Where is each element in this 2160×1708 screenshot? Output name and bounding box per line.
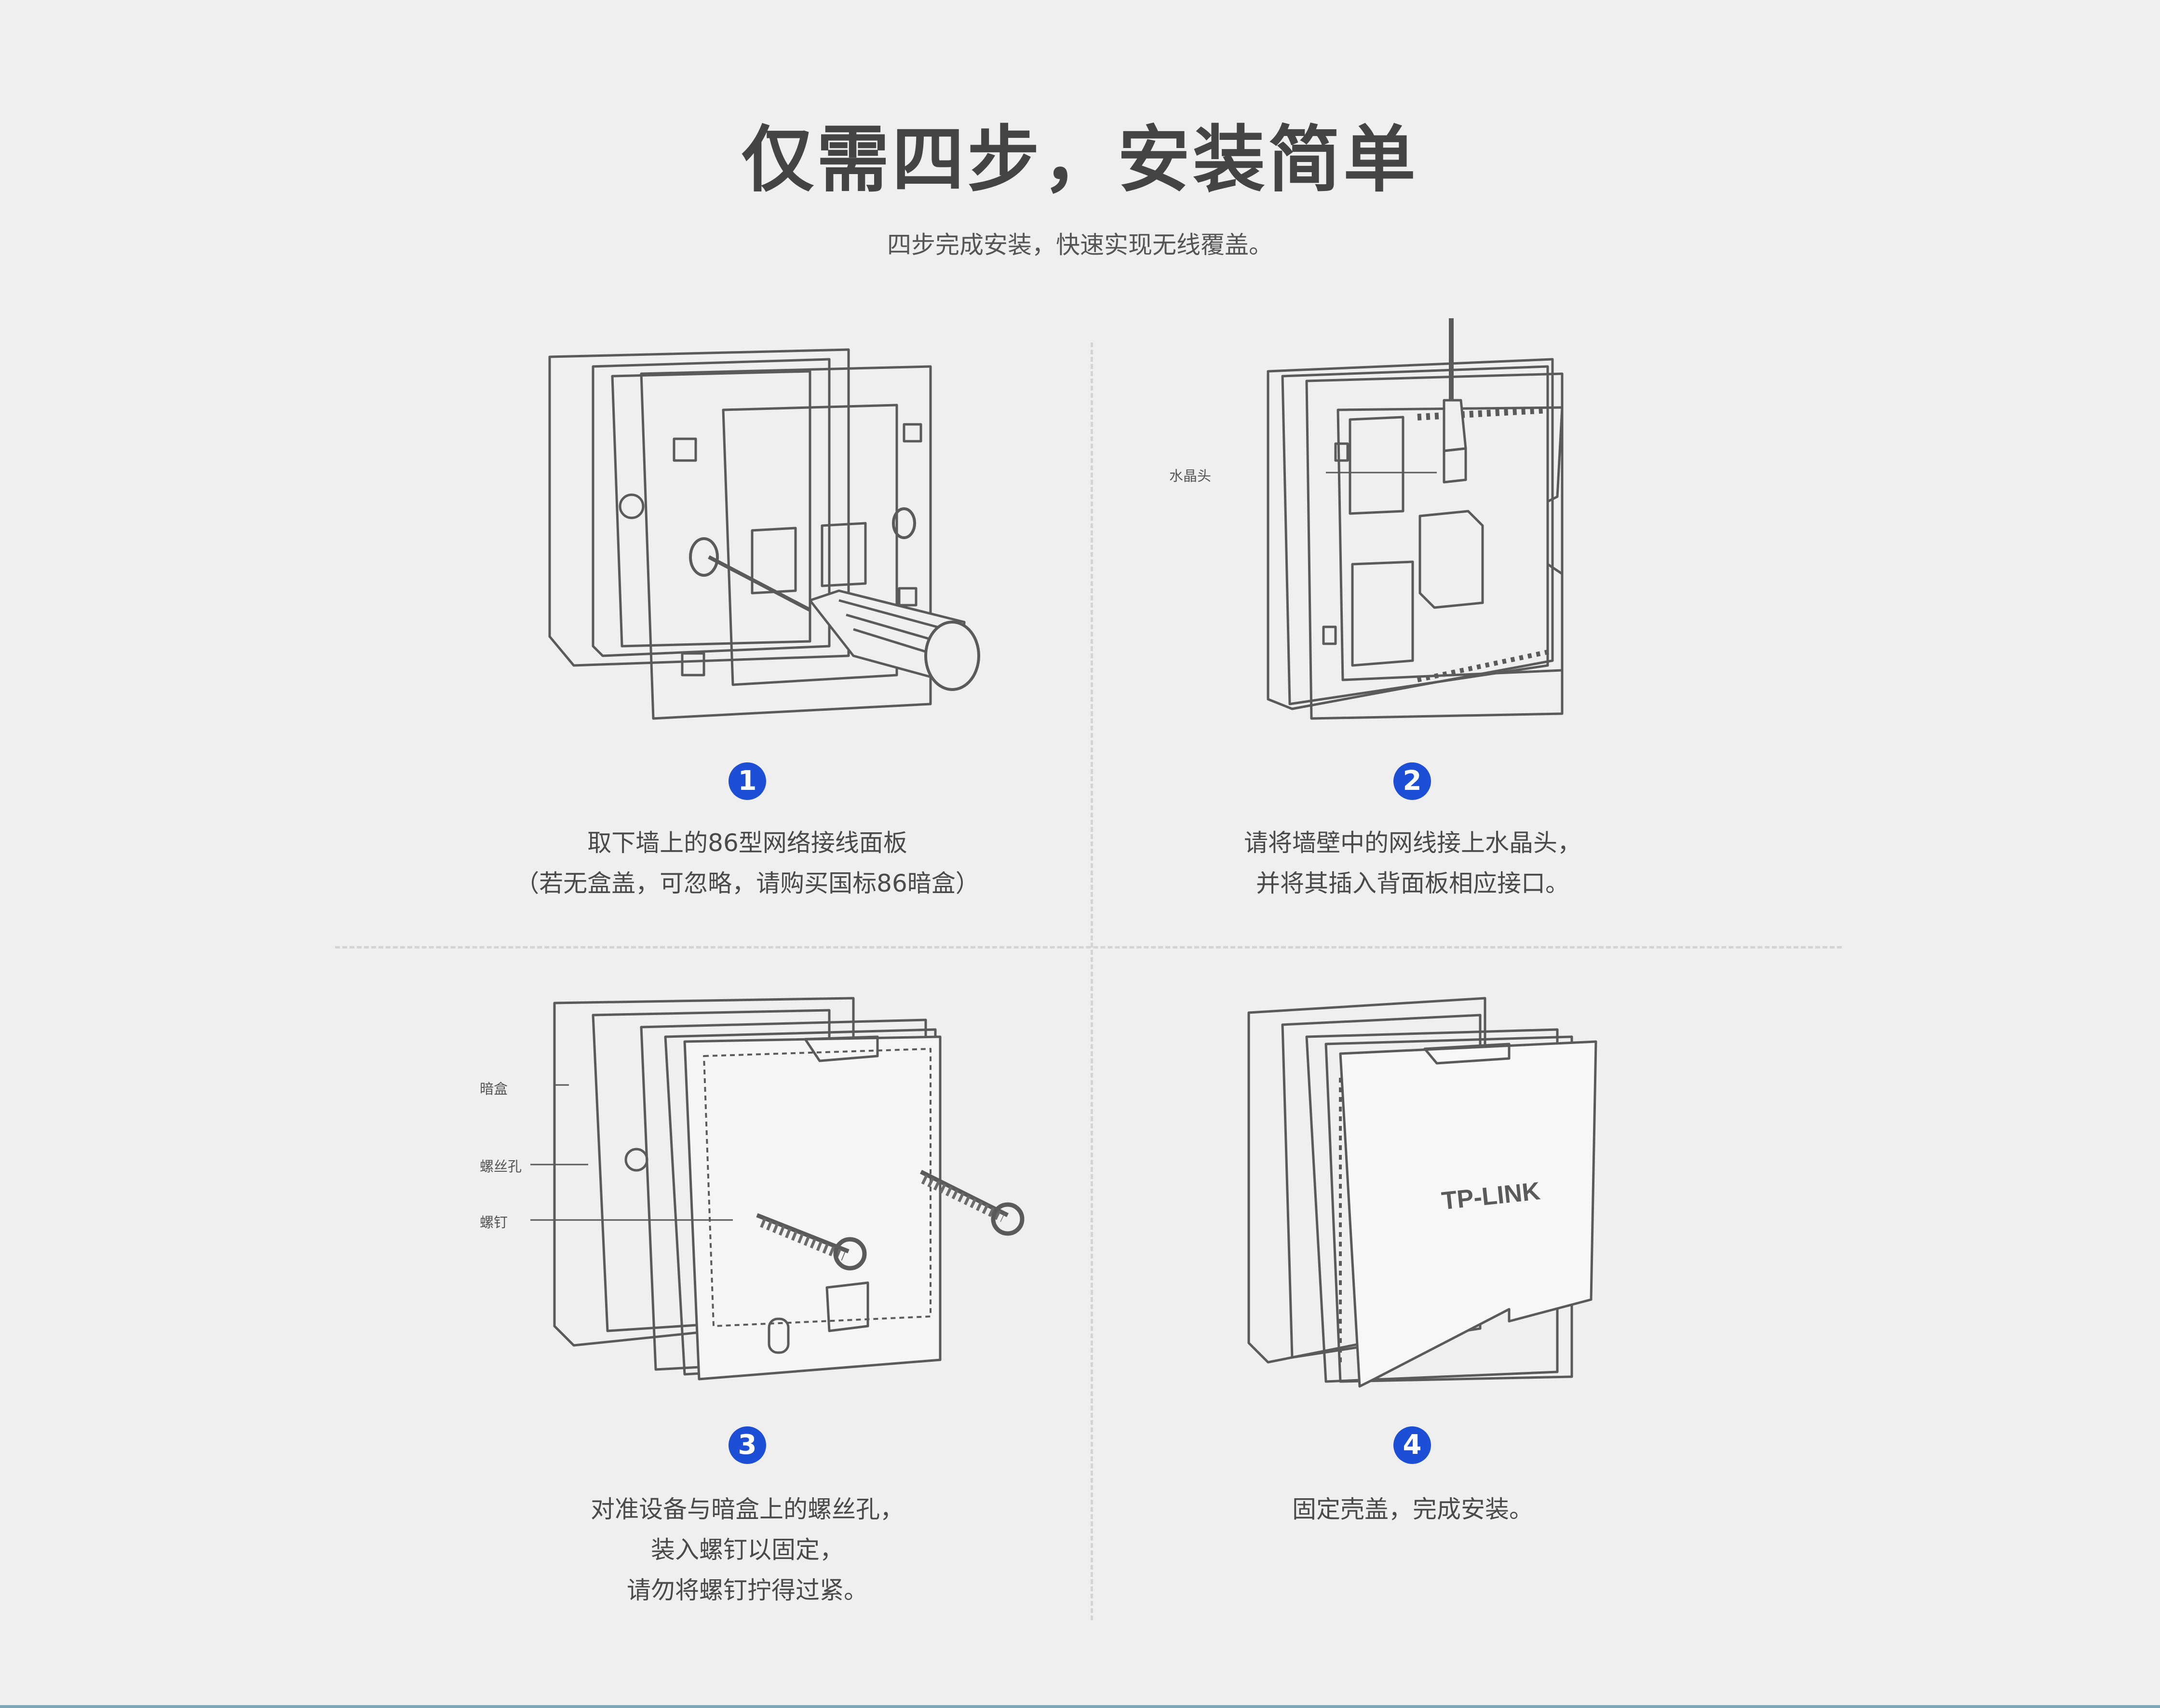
bottom-bar bbox=[0, 1705, 2160, 1708]
screw-label: 螺钉 bbox=[480, 1214, 508, 1231]
step3-illustration bbox=[530, 989, 1032, 1389]
step2-illustration bbox=[1254, 313, 1581, 723]
step1-badge: 1 bbox=[729, 762, 766, 800]
step2-badge: 2 bbox=[1393, 762, 1431, 800]
step3-line-1: 对准设备与暗盒上的螺丝孔， bbox=[591, 1495, 904, 1523]
page-subtitle: 四步完成安装，快速实现无线覆盖。 bbox=[887, 231, 1273, 259]
dark-box-label: 暗盒 bbox=[480, 1081, 508, 1097]
step4-caption: 固定壳盖，完成安装。 bbox=[1075, 1489, 1750, 1530]
horizontal-divider bbox=[335, 946, 1842, 949]
step2-line-1: 请将墙壁中的网线接上水晶头， bbox=[1244, 829, 1581, 857]
rj45-plug-icon bbox=[1443, 318, 1467, 484]
screw-hole-label: 螺丝孔 bbox=[480, 1158, 522, 1175]
step1-line-2: （若无盒盖，可忽略，请购买国标86暗盒） bbox=[515, 869, 980, 897]
step4-line-1: 固定壳盖，完成安装。 bbox=[1292, 1495, 1533, 1523]
screw-icon bbox=[756, 1169, 1025, 1271]
step3-badge: 3 bbox=[729, 1426, 766, 1464]
step3-line-3: 请勿将螺钉拧得过紧。 bbox=[627, 1576, 868, 1604]
step2-line-2: 并将其插入背面板相应接口。 bbox=[1256, 869, 1569, 897]
screwdriver-icon bbox=[708, 555, 980, 691]
page-title: 仅需四步，安装简单 bbox=[741, 118, 1418, 202]
step4-illustration: TP-LINK bbox=[1239, 991, 1606, 1391]
step1-line-1: 取下墙上的86型网络接线面板 bbox=[587, 829, 907, 857]
step3-line-2: 装入螺钉以固定， bbox=[651, 1536, 844, 1564]
step2-caption: 请将墙壁中的网线接上水晶头， 并将其插入背面板相应接口。 bbox=[1075, 823, 1750, 904]
crystal-head-label: 水晶头 bbox=[1169, 468, 1212, 484]
step4-badge: 4 bbox=[1393, 1426, 1431, 1464]
step1-illustration bbox=[540, 338, 984, 733]
step3-caption: 对准设备与暗盒上的螺丝孔， 装入螺钉以固定， 请勿将螺钉拧得过紧。 bbox=[410, 1489, 1085, 1611]
vertical-divider bbox=[1091, 342, 1093, 1620]
step1-caption: 取下墙上的86型网络接线面板 （若无盒盖，可忽略，请购买国标86暗盒） bbox=[410, 823, 1085, 904]
